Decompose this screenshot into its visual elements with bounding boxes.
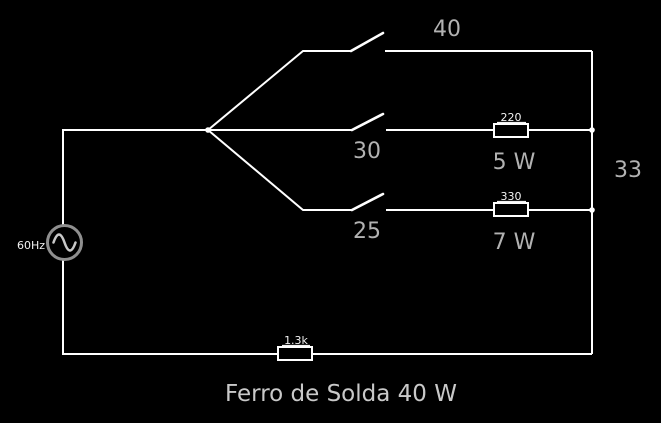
position-label-30: 30 (353, 139, 381, 164)
wire-branch-25-pole (207, 129, 352, 211)
selector-switch[interactable] (349, 31, 385, 212)
resistor-1_3k-value-label: 1.3k (284, 334, 308, 347)
resistor-1_3k[interactable]: 1.3k (277, 334, 313, 361)
junction-dots (205, 127, 595, 213)
resistor-220-body[interactable] (493, 123, 529, 138)
resistor-220[interactable]: 220 5 W (493, 111, 536, 175)
resistor-220-value-label: 220 (501, 111, 522, 124)
resistor-220-power-label: 5 W (493, 150, 536, 175)
wire-branch-40-pole (207, 50, 351, 131)
ac-source[interactable]: 60Hz (17, 224, 83, 261)
ac-source-frequency-label: 60Hz (17, 239, 45, 252)
junction-dot-right-mid (589, 127, 595, 133)
position-label-40: 40 (433, 17, 461, 42)
position-label-25: 25 (353, 219, 381, 244)
output-node-label: 33 (614, 158, 642, 183)
junction-dot-hub (205, 127, 211, 133)
resistor-330-value-label: 330 (501, 190, 522, 203)
switch-blade-position-40[interactable] (349, 31, 385, 53)
resistor-330[interactable]: 330 7 W (493, 190, 536, 255)
sine-wave-icon (52, 233, 77, 252)
schematic-title: Ferro de Solda 40 W (225, 381, 457, 407)
junction-dot-right-low (589, 207, 595, 213)
switch-blade-position-30[interactable] (350, 112, 385, 132)
resistor-330-body[interactable] (493, 202, 529, 217)
switch-position-labels: 40 30 25 (353, 17, 461, 244)
resistor-330-power-label: 7 W (493, 230, 536, 255)
resistor-1_3k-body[interactable] (277, 346, 313, 361)
switch-blade-position-25[interactable] (350, 192, 385, 212)
